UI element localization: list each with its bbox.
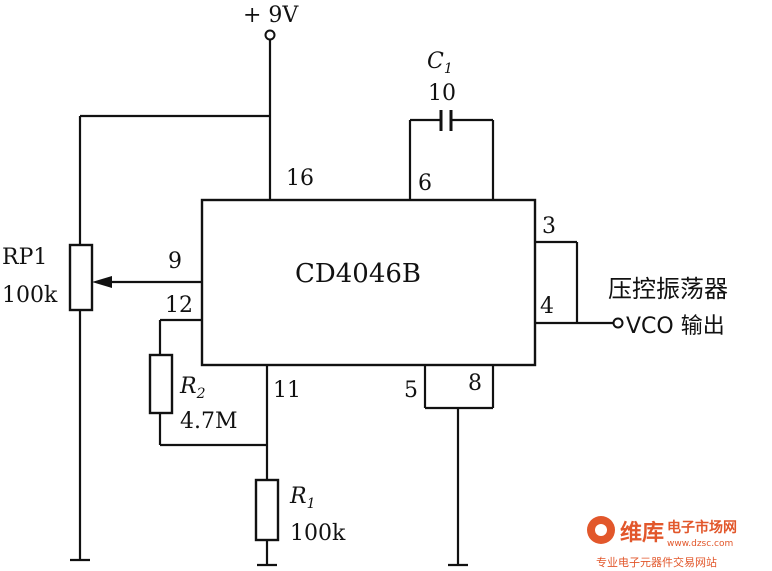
pin6-label: 6 xyxy=(418,171,432,196)
pin8-label: 8 xyxy=(468,371,482,396)
r2-ref: R2 xyxy=(179,374,206,402)
pin12-label: 12 xyxy=(165,293,193,318)
c1-value: 10 xyxy=(428,81,456,106)
rp1-potentiometer xyxy=(68,243,94,312)
c1-ref: C1 xyxy=(427,49,453,77)
wires xyxy=(70,36,614,567)
r2-resistor xyxy=(148,353,174,415)
r1-ref: R1 xyxy=(289,484,316,512)
ic-body xyxy=(200,198,537,367)
supply-terminal xyxy=(264,29,276,41)
output-label: VCO 输出 xyxy=(626,314,725,339)
r2-value: 4.7M xyxy=(180,409,238,434)
r1-value: 100k xyxy=(290,521,346,546)
pin11-label: 11 xyxy=(273,378,301,403)
dzsc-watermark: 维库 电子市场网 www.dzsc.com 专业电子元器件交易网站 xyxy=(587,516,737,569)
pin16-label: 16 xyxy=(286,166,314,191)
output-title: 压控振荡器 xyxy=(608,275,728,303)
pin5-label: 5 xyxy=(404,378,418,403)
vco-output-terminal xyxy=(612,317,624,329)
rp1-value: 100k xyxy=(2,283,58,308)
pin4-label: 4 xyxy=(540,294,554,319)
c1-capacitor xyxy=(439,110,453,131)
watermark-brand: 维库 xyxy=(620,520,664,546)
rp1-ref: RP1 xyxy=(2,245,47,270)
watermark-tagline: 专业电子元器件交易网站 xyxy=(596,555,717,569)
r1-resistor xyxy=(254,478,280,542)
rp1-wiper-arrow xyxy=(92,276,112,288)
pin9-label: 9 xyxy=(168,249,182,274)
watermark-site-name: 电子市场网 xyxy=(667,519,737,536)
pin3-label: 3 xyxy=(542,214,556,239)
ic-name: CD4046B xyxy=(295,259,421,289)
watermark-url: www.dzsc.com xyxy=(667,539,733,549)
supply-label: + 9V xyxy=(243,3,299,28)
